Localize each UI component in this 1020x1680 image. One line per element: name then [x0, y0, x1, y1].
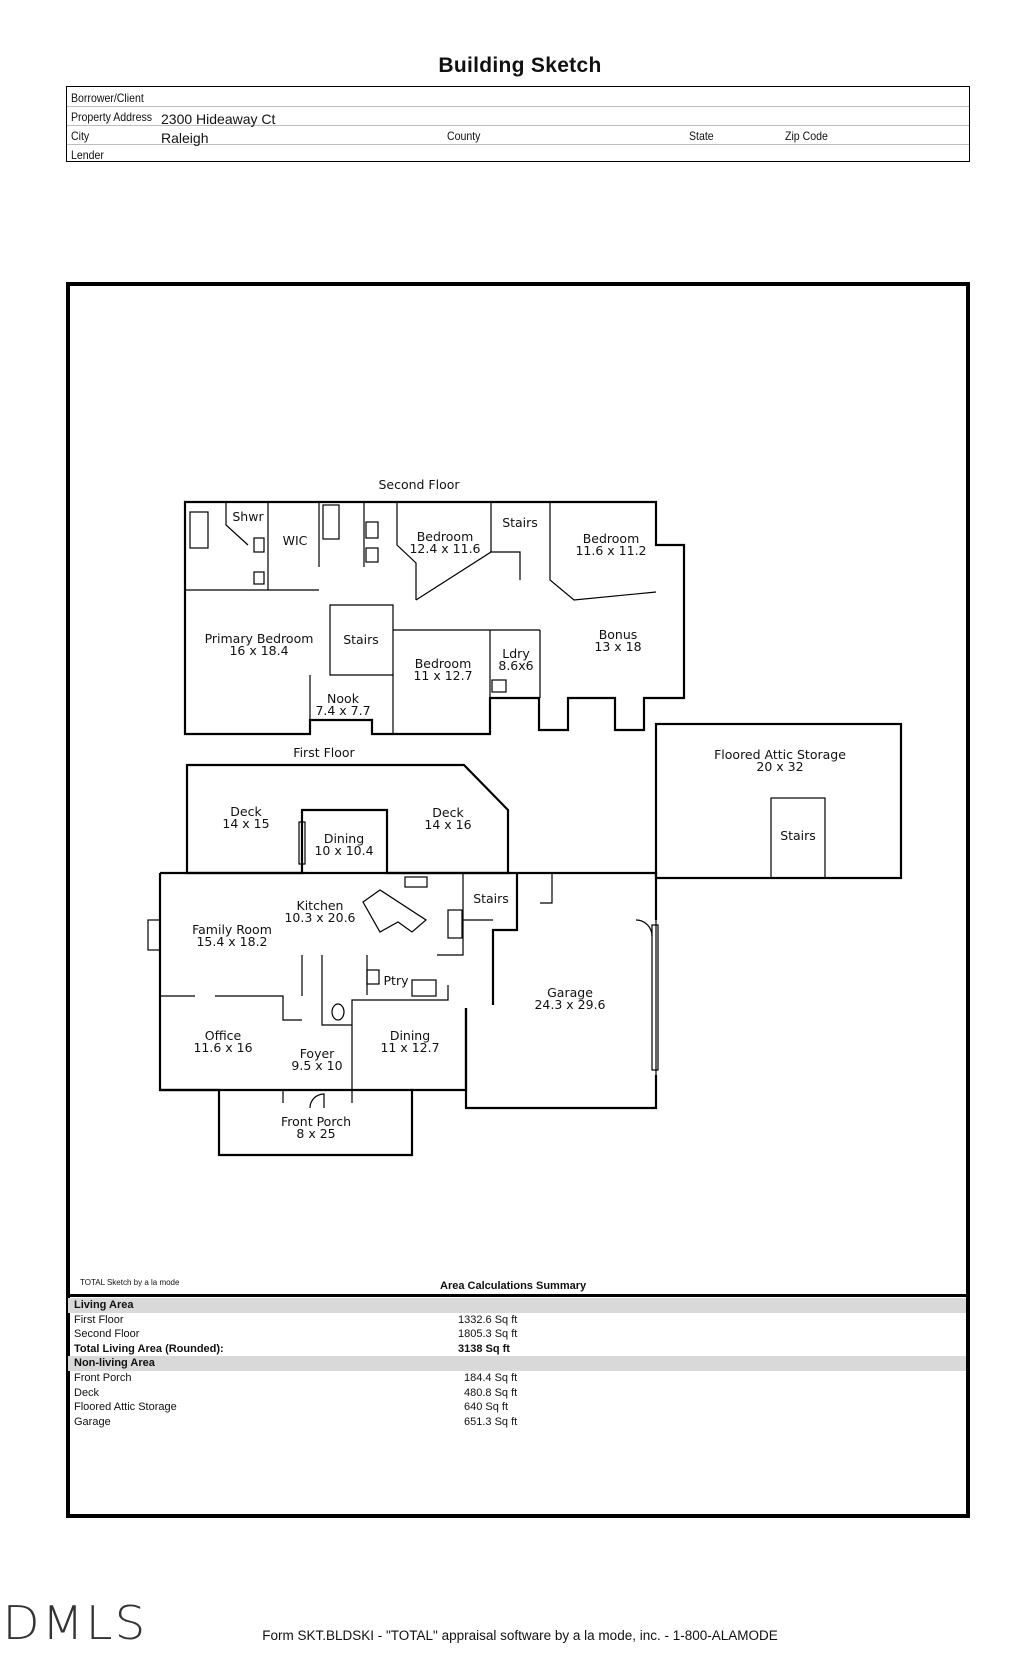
- bedroom3-name: Bedroom: [583, 531, 640, 546]
- kitchen-dim: 10.3 x 20.6: [284, 910, 355, 925]
- summary-row: Total Living Area (Rounded): 3138 Sq ft: [68, 1342, 966, 1357]
- family-room-name: Family Room: [192, 922, 272, 937]
- summary-row: Front Porch 184.4 Sq ft: [68, 1371, 966, 1386]
- first-floor-interior: [147, 810, 659, 1109]
- sketch-frame: [66, 282, 970, 1518]
- summary-row: Second Floor 1805.3 Sq ft: [68, 1327, 966, 1342]
- attic-stairs-label: Stairs: [780, 828, 816, 843]
- state-label: State: [689, 129, 714, 143]
- form-footer: Form SKT.BLDSKI - "TOTAL" appraisal soft…: [262, 1628, 778, 1643]
- office-name: Office: [205, 1028, 242, 1043]
- sketch-credit: TOTAL Sketch by a la mode: [80, 1278, 180, 1287]
- office-dim: 11.6 x 16: [193, 1040, 252, 1055]
- deck-area-value: 480.8 Sq ft: [464, 1386, 518, 1399]
- dining1-dim: 10 x 10.4: [314, 843, 373, 858]
- kitchen-name: Kitchen: [297, 898, 344, 913]
- summary-row: Floored Attic Storage 640 Sq ft: [68, 1400, 966, 1415]
- second-floor-interior: [185, 502, 657, 734]
- dining2-name: Dining: [390, 1028, 430, 1043]
- summary-row: First Floor 1332.6 Sq ft: [68, 1313, 966, 1328]
- zip-label: Zip Code: [785, 129, 828, 143]
- dining1-name: Dining: [324, 831, 364, 846]
- county-label: County: [447, 129, 481, 143]
- dmls-logo: DMLS: [2, 1596, 148, 1650]
- city-row: City Raleigh County State Zip Code: [67, 125, 969, 146]
- first-floor-area-label: First Floor: [74, 1313, 124, 1326]
- garage-dim: 24.3 x 29.6: [534, 997, 605, 1012]
- address-label: Property Address: [71, 110, 153, 124]
- bedroom4-name: Bedroom: [415, 656, 472, 671]
- primary-bedroom-dim: 16 x 18.4: [229, 643, 288, 658]
- second-floor-area-label: Second Floor: [74, 1328, 140, 1341]
- borrower-label: Borrower/Client: [71, 91, 144, 105]
- bedroom2-dim: 12.4 x 11.6: [409, 541, 480, 556]
- stairs-first-label: Stairs: [473, 891, 509, 906]
- deck1-dim: 14 x 15: [222, 816, 269, 831]
- second-floor-walls: [183, 500, 686, 736]
- total-living-value: 3138 Sq ft: [458, 1342, 510, 1355]
- living-area-header: Living Area: [68, 1298, 966, 1313]
- porch-area-label: Front Porch: [74, 1371, 132, 1384]
- nook-name: Nook: [327, 691, 360, 706]
- second-floor-area-value: 1805.3 Sq ft: [458, 1328, 518, 1341]
- summary-row: Deck 480.8 Sq ft: [68, 1386, 966, 1401]
- family-room-dim: 15.4 x 18.2: [196, 934, 267, 949]
- primary-bedroom-name: Primary Bedroom: [205, 631, 314, 646]
- nonliving-area-header: Non-living Area: [68, 1356, 966, 1371]
- deck1-name: Deck: [230, 804, 262, 819]
- garage-name: Garage: [547, 985, 593, 1000]
- garage-area-value: 651.3 Sq ft: [464, 1415, 518, 1428]
- attic-dim: 20 x 32: [756, 759, 803, 774]
- first-floor-walls: [158, 763, 658, 1157]
- bedroom4-dim: 11 x 12.7: [413, 668, 472, 683]
- attic-area-value: 640 Sq ft: [464, 1401, 509, 1414]
- foyer-dim: 9.5 x 10: [291, 1058, 342, 1073]
- deck2-dim: 14 x 16: [424, 817, 471, 832]
- first-floor-area-value: 1332.6 Sq ft: [458, 1313, 518, 1326]
- stairs-upper-label: Stairs: [502, 515, 538, 530]
- living-area-header-label: Living Area: [74, 1299, 134, 1311]
- stairs-mid-label: Stairs: [343, 632, 379, 647]
- summary-row: Garage 651.3 Sq ft: [68, 1415, 966, 1430]
- address-value: 2300 Hideaway Ct: [161, 111, 276, 127]
- lender-label: Lender: [71, 148, 104, 162]
- nonliving-area-header-label: Non-living Area: [74, 1357, 155, 1370]
- lender-row: Lender: [67, 144, 969, 163]
- dining2-dim: 11 x 12.7: [380, 1040, 439, 1055]
- ldry-name: Ldry: [502, 646, 530, 661]
- city-value: Raleigh: [161, 130, 209, 146]
- borrower-row: Borrower/Client: [67, 87, 969, 107]
- garage-area-label: Garage: [74, 1415, 111, 1428]
- wic-label: WIC: [283, 533, 308, 548]
- deck2-name: Deck: [432, 805, 464, 820]
- foyer-name: Foyer: [300, 1046, 335, 1061]
- city-label: City: [71, 129, 90, 143]
- nook-dim: 7.4 x 7.7: [315, 703, 370, 718]
- total-living-label: Total Living Area (Rounded):: [74, 1342, 224, 1355]
- deck-area-label: Deck: [74, 1386, 100, 1399]
- front-porch-name: Front Porch: [281, 1114, 351, 1129]
- attic-interior: [770, 797, 826, 879]
- bonus-dim: 13 x 18: [594, 639, 641, 654]
- property-info-table: Borrower/Client Property Address 2300 Hi…: [66, 86, 970, 162]
- summary-divider: [66, 1294, 970, 1297]
- area-summary-title: Area Calculations Summary: [440, 1280, 587, 1292]
- bedroom3-dim: 11.6 x 11.2: [575, 543, 646, 558]
- page-title: Building Sketch: [438, 54, 602, 77]
- area-summary-table: Living Area First Floor 1332.6 Sq ft Sec…: [68, 1298, 966, 1429]
- attic-name: Floored Attic Storage: [714, 747, 846, 762]
- address-row: Property Address 2300 Hideaway Ct: [67, 106, 969, 127]
- ptry-label: Ptry: [384, 973, 410, 988]
- ldry-dim: 8.6x6: [498, 658, 533, 673]
- second-floor-label: Second Floor: [378, 477, 460, 492]
- bedroom2-name: Bedroom: [417, 529, 474, 544]
- first-floor-label: First Floor: [293, 745, 355, 760]
- bonus-name: Bonus: [599, 627, 638, 642]
- front-porch-dim: 8 x 25: [296, 1126, 335, 1141]
- porch-area-value: 184.4 Sq ft: [464, 1371, 518, 1384]
- shwr-label: Shwr: [232, 509, 264, 524]
- attic-area-label: Floored Attic Storage: [74, 1401, 177, 1414]
